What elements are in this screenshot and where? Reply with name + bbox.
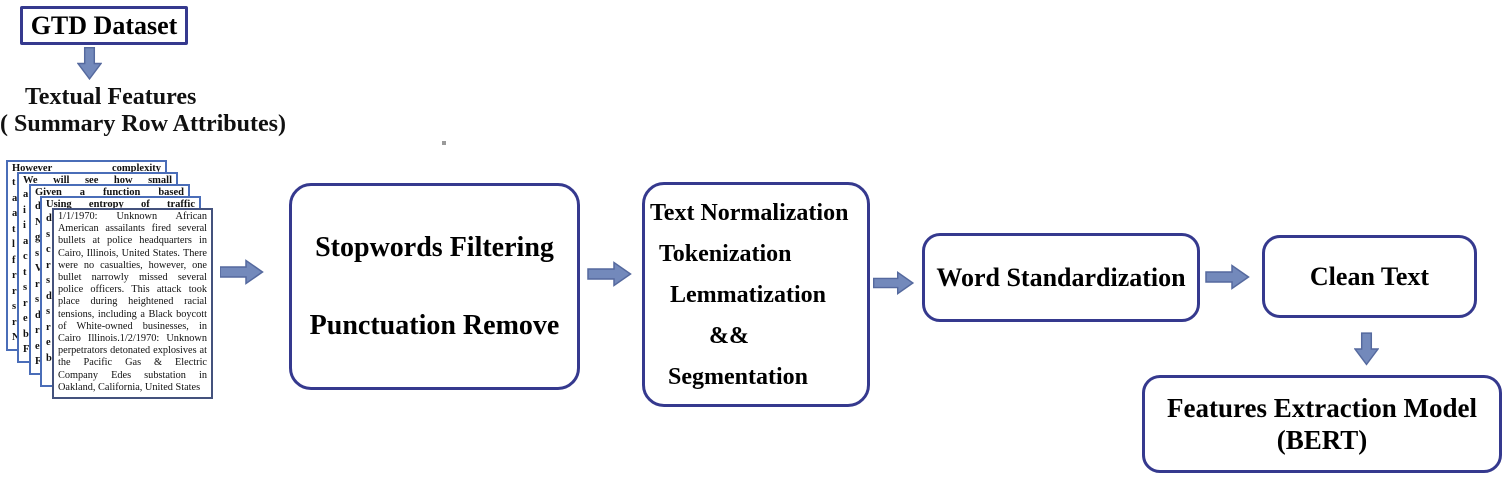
textual-features-line1: Textual Features <box>25 84 197 110</box>
arrow-right-icon <box>587 261 632 287</box>
and-and-label: && <box>709 323 749 349</box>
stopwords-filtering-box: Stopwords Filtering Punctuation Remove <box>289 183 580 390</box>
segmentation-label: Segmentation <box>668 364 808 390</box>
textual-features-line2: ( Summary Row Attributes) <box>0 111 286 137</box>
arrow-right-icon <box>1205 264 1250 290</box>
word-standardization-box: Word Standardization <box>922 233 1200 322</box>
clean-text-box: Clean Text <box>1262 235 1477 318</box>
bert-label: (BERT) <box>1276 425 1368 455</box>
arrow-right-icon <box>220 259 264 285</box>
document-page-first-line: Using entropy of traffic <box>46 199 195 210</box>
text-normalization-box: Text Normalization Tokenization Lemmatiz… <box>642 182 870 407</box>
document-page-edge-text: t a a t l f r r s r N <box>12 177 20 343</box>
speck-dot <box>442 141 446 145</box>
document-page-edge-text: a i i a c t s r e b F <box>23 189 30 355</box>
document-page-first-line: We will see how small <box>23 175 172 186</box>
features-extraction-model-label: Features Extraction Model <box>1167 393 1477 423</box>
word-standardization-label: Word Standardization <box>936 262 1186 292</box>
gtd-dataset-label: GTD Dataset <box>30 10 178 40</box>
document-front-text: 1/1/1970: Unknown African American assai… <box>58 211 207 393</box>
clean-text-label: Clean Text <box>1309 261 1430 291</box>
lemmatization-label: Lemmatization <box>670 282 826 308</box>
stopwords-filtering-label: Stopwords Filtering <box>315 231 554 263</box>
features-extraction-model-box: Features Extraction Model (BERT) <box>1142 375 1502 473</box>
document-page-first-line: However complexity <box>12 163 161 174</box>
textual-features-label: Textual Features ( Summary Row Attribute… <box>0 84 310 138</box>
punctuation-remove-label: Punctuation Remove <box>309 309 560 341</box>
arrow-right-icon <box>873 271 915 295</box>
document-page-edge-text: d N g s V r s d r e F <box>35 201 43 367</box>
arrow-down-icon <box>77 47 102 80</box>
gtd-dataset-box: GTD Dataset <box>20 6 188 45</box>
document-page-front: 1/1/1970: Unknown African American assai… <box>52 208 213 399</box>
document-page-first-line: Given a function based <box>35 187 184 198</box>
arrow-down-icon <box>1354 332 1379 366</box>
text-normalization-label: Text Normalization <box>650 200 849 226</box>
tokenization-label: Tokenization <box>659 241 792 267</box>
document-page-edge-text: d s c r s d s r e b <box>46 213 52 364</box>
